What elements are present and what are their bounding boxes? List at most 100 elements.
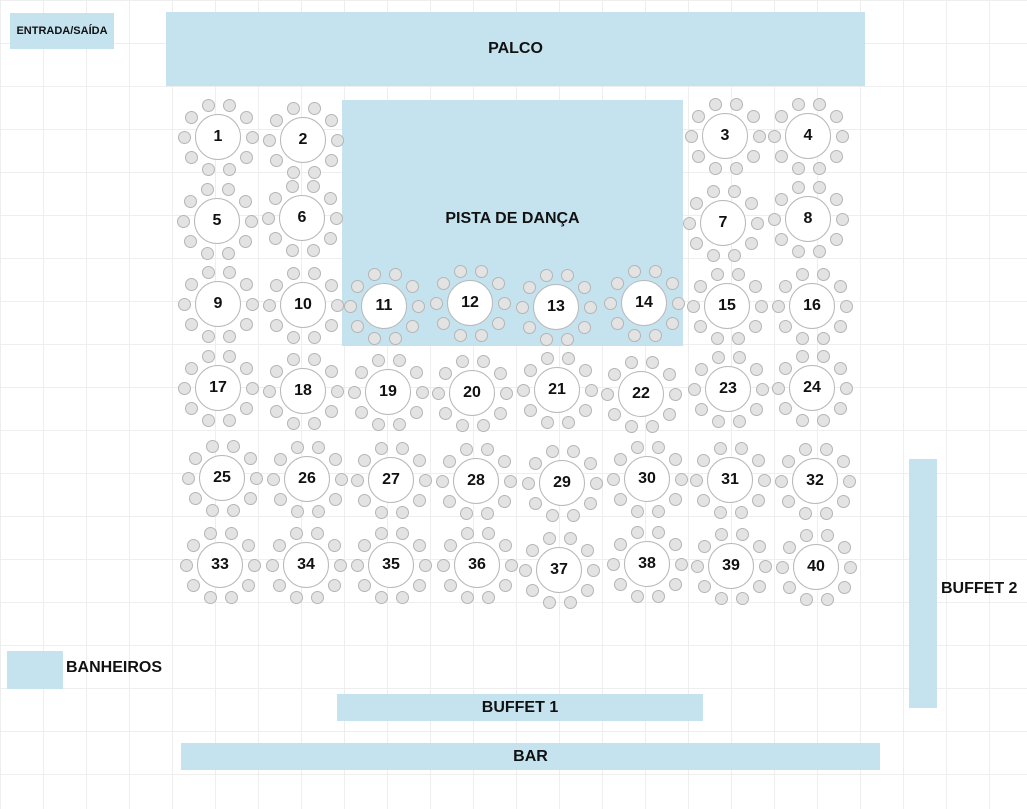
chair <box>539 333 553 347</box>
chair <box>460 526 474 540</box>
chair <box>498 578 512 592</box>
chair <box>668 577 682 591</box>
chair <box>500 387 513 400</box>
chair <box>662 368 676 382</box>
chair <box>285 179 299 193</box>
table-number: 16 <box>789 283 835 329</box>
chair <box>778 362 792 376</box>
chair <box>522 320 536 334</box>
chair <box>749 402 763 416</box>
chair <box>758 474 771 487</box>
chair <box>708 97 722 111</box>
chair <box>791 162 805 176</box>
chair <box>610 316 624 330</box>
chair <box>412 539 426 553</box>
chair <box>273 492 287 506</box>
chair <box>263 299 276 312</box>
chair <box>840 300 853 313</box>
table-number: 29 <box>539 460 585 506</box>
chair <box>710 332 724 346</box>
chair <box>324 279 338 293</box>
chair <box>184 150 198 164</box>
chair <box>205 504 219 518</box>
chair <box>583 457 597 471</box>
chair <box>306 244 320 258</box>
chair <box>307 417 321 431</box>
chair <box>734 506 748 520</box>
chair <box>374 591 388 605</box>
chair <box>713 441 727 455</box>
chair <box>331 385 344 398</box>
chair <box>480 507 494 521</box>
chair <box>563 596 577 610</box>
chair <box>442 494 456 508</box>
chair <box>367 332 381 346</box>
chair <box>351 474 364 487</box>
chair <box>188 491 202 505</box>
chair <box>331 134 344 147</box>
chair <box>395 506 409 520</box>
chair <box>542 531 556 545</box>
table-number: 4 <box>785 113 831 159</box>
chair <box>713 506 727 520</box>
chair <box>756 383 769 396</box>
chair <box>749 363 763 377</box>
chair <box>816 267 830 281</box>
chair <box>683 217 696 230</box>
chair <box>844 561 857 574</box>
chair <box>498 297 511 310</box>
chair <box>183 234 197 248</box>
chair <box>820 593 834 607</box>
chair <box>668 453 682 467</box>
chair <box>491 277 505 291</box>
chair <box>748 319 762 333</box>
chair <box>504 475 517 488</box>
chair <box>334 559 347 572</box>
table-number: 32 <box>792 458 838 504</box>
chair <box>419 474 432 487</box>
chair <box>327 539 341 553</box>
chair <box>523 364 537 378</box>
chair <box>203 591 217 605</box>
chair <box>697 579 711 593</box>
chair <box>286 331 300 345</box>
table-number: 27 <box>368 457 414 503</box>
chair <box>669 388 682 401</box>
table-number: 19 <box>365 369 411 415</box>
chair <box>311 440 325 454</box>
chair <box>200 182 214 196</box>
chair <box>748 280 762 294</box>
chair <box>222 330 236 344</box>
table-number: 23 <box>705 366 751 412</box>
chair <box>350 319 364 333</box>
chair <box>778 280 792 294</box>
chair <box>272 539 286 553</box>
chair <box>307 266 321 280</box>
chair <box>630 590 644 604</box>
chair <box>409 405 423 419</box>
chair <box>442 455 456 469</box>
chair <box>269 365 283 379</box>
chair <box>772 382 785 395</box>
chair <box>689 197 703 211</box>
chair <box>306 179 320 193</box>
chair <box>392 418 406 432</box>
chair <box>324 153 338 167</box>
chair <box>412 454 426 468</box>
chair <box>239 150 253 164</box>
chair <box>239 317 253 331</box>
table-number: 36 <box>454 542 500 588</box>
chair <box>688 383 701 396</box>
table-number: 9 <box>195 281 241 327</box>
table-number: 39 <box>708 543 754 589</box>
chair <box>395 526 409 540</box>
chair <box>498 539 512 553</box>
chair <box>751 454 765 468</box>
chair <box>405 319 419 333</box>
chair <box>778 401 792 415</box>
chair <box>178 131 191 144</box>
chair <box>630 505 644 519</box>
chair <box>706 249 720 263</box>
chair <box>610 277 624 291</box>
chair <box>286 266 300 280</box>
